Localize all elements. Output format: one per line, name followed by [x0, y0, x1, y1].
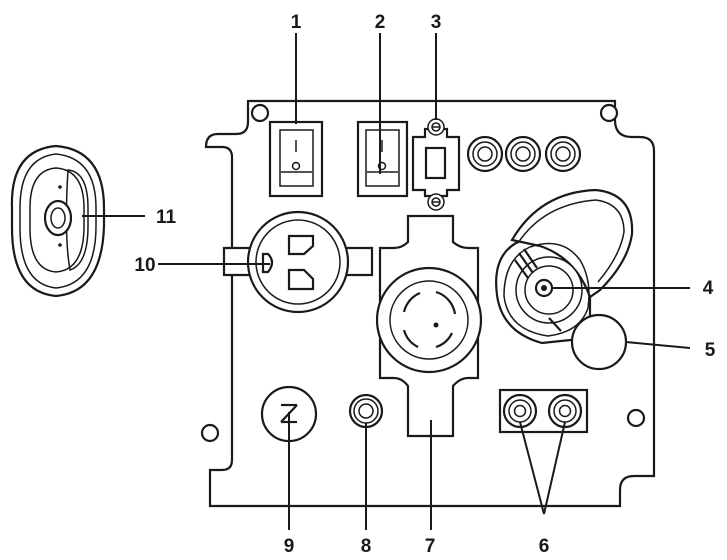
- terminal-pair: [500, 390, 587, 432]
- round-plug: [572, 315, 626, 369]
- mount-hole: [601, 105, 617, 121]
- mount-hole: [628, 410, 644, 426]
- callout-3: 3: [431, 12, 442, 33]
- rocker-switch-1: [270, 122, 322, 196]
- round-buttons: [468, 137, 580, 171]
- callout-1: 1: [291, 12, 302, 33]
- mount-hole: [252, 105, 268, 121]
- rocker-switch-2: [358, 122, 407, 196]
- mount-hole: [202, 425, 218, 441]
- callout-11: 11: [156, 207, 177, 228]
- callout-6: 6: [539, 536, 550, 557]
- callout-10: 10: [134, 255, 155, 276]
- callout-5: 5: [705, 340, 716, 361]
- callout-9: 9: [284, 536, 295, 557]
- callout-7: 7: [425, 536, 436, 557]
- small-jack: [350, 395, 382, 427]
- callout-4: 4: [703, 278, 714, 299]
- side-component: [12, 146, 104, 296]
- callout-8: 8: [361, 536, 372, 557]
- callout-2: 2: [375, 12, 386, 33]
